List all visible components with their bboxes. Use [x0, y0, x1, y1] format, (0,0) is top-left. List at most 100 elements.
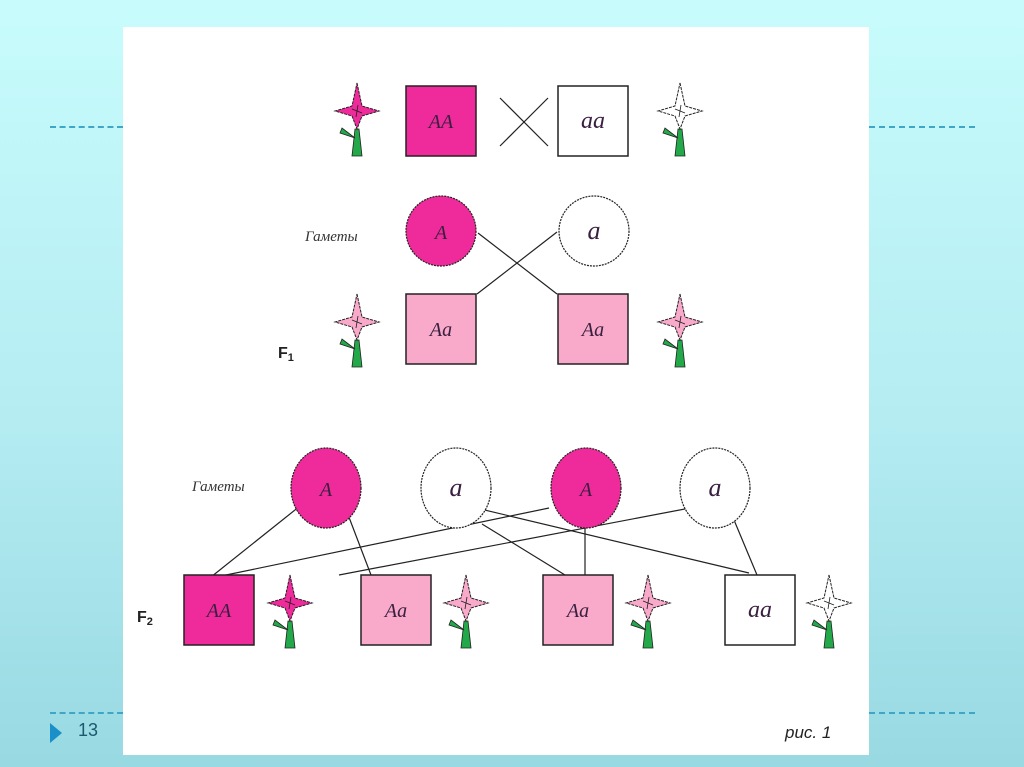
flower-center-mark — [355, 315, 359, 329]
flower-center-mark — [464, 596, 468, 610]
flower-stem — [284, 620, 296, 649]
flower-stem — [674, 128, 686, 157]
gamete-2-a: a — [679, 447, 751, 529]
gamete-circle — [290, 447, 362, 529]
gamete-circle — [679, 447, 751, 529]
divider-top-right — [869, 126, 975, 128]
flower-center-mark — [678, 104, 682, 118]
f1-box-right: Aa — [557, 293, 629, 365]
flower-leaf — [662, 127, 679, 139]
gamete-circle — [558, 195, 630, 267]
genotype-label: aa — [581, 108, 605, 134]
parent-box-right: aa — [557, 85, 629, 157]
parent-flower-right — [656, 82, 704, 157]
flower-head — [266, 574, 314, 623]
gamete-line — [476, 231, 558, 295]
f2-flower-4 — [805, 574, 853, 649]
f1-flower-right — [656, 293, 704, 368]
flower-leaf — [339, 127, 356, 139]
f2-box-4: aa — [724, 574, 796, 646]
genotype-label: Aa — [580, 319, 604, 341]
f1-box-left: Aa — [405, 293, 477, 365]
flower-stem — [674, 339, 686, 368]
slide-number: 13 — [78, 720, 99, 740]
genotype-label: aa — [748, 597, 772, 623]
gamete-line — [210, 505, 301, 578]
flower-leaf — [448, 619, 465, 631]
flower-stem — [460, 620, 472, 649]
gamete-line — [225, 507, 550, 576]
genotype-box — [557, 293, 629, 365]
generation-subscript: 2 — [147, 616, 153, 628]
gamete-line — [346, 511, 372, 576]
divider-bottom-right — [869, 712, 975, 714]
gamete-circle — [405, 195, 477, 267]
gamete-allele: a — [450, 473, 463, 502]
genotype-label: AA — [205, 600, 232, 622]
gamete-line — [338, 507, 691, 576]
gamete-allele: A — [318, 479, 333, 501]
flower-center-mark — [288, 596, 292, 610]
gamete-1-a: a — [558, 195, 630, 267]
f2-box-3: Aa — [542, 574, 614, 646]
genotype-label: AA — [427, 111, 454, 133]
f2-box-1: AA — [183, 574, 255, 646]
flower-leaf — [662, 338, 679, 350]
gamete-2-A: A — [290, 447, 362, 529]
genotype-box — [183, 574, 255, 646]
flower-stem — [351, 128, 363, 157]
flower-leaf — [630, 619, 647, 631]
gamete-2-A: A — [550, 447, 622, 529]
genotype-box — [405, 293, 477, 365]
gamete-allele: a — [588, 216, 601, 245]
genotype-label: Aa — [428, 319, 452, 341]
flower-center-mark — [678, 315, 682, 329]
f2-label: F2 — [137, 609, 153, 628]
gametes-label-2: Гаметы — [191, 479, 245, 495]
genotype-box — [724, 574, 796, 646]
gamete-line — [481, 523, 566, 576]
flower-leaf — [272, 619, 289, 631]
slide-arrow-icon — [50, 723, 62, 743]
flower-leaf — [811, 619, 828, 631]
gamete-line — [733, 519, 758, 576]
flower-stem — [642, 620, 654, 649]
flower-leaf — [339, 338, 356, 350]
genotype-box — [405, 85, 477, 157]
f2-flower-1 — [266, 574, 314, 649]
parent-box-left: AA — [405, 85, 477, 157]
genotype-label: Aa — [383, 600, 407, 622]
cross-symbol-line — [499, 97, 549, 147]
divider-bottom-left — [50, 712, 123, 714]
flower-head — [624, 574, 672, 623]
divider-top-left — [50, 126, 123, 128]
gametes-label-1: Гаметы — [304, 229, 358, 245]
gamete-allele: a — [709, 473, 722, 502]
flower-head — [656, 293, 704, 342]
generation-subscript: 1 — [288, 352, 294, 364]
gamete-allele: A — [578, 479, 593, 501]
flower-center-mark — [355, 104, 359, 118]
genotype-box — [360, 574, 432, 646]
gamete-line — [471, 506, 750, 574]
f2-box-2: Aa — [360, 574, 432, 646]
flower-stem — [823, 620, 835, 649]
gamete-2-a: a — [420, 447, 492, 529]
genotype-box — [557, 85, 629, 157]
flower-head — [333, 82, 381, 131]
flower-stem — [351, 339, 363, 368]
gamete-circle — [420, 447, 492, 529]
figure-caption: рис. 1 — [785, 723, 832, 742]
f2-flower-3 — [624, 574, 672, 649]
flower-center-mark — [827, 596, 831, 610]
parent-flower-left — [333, 82, 381, 157]
f1-flower-left — [333, 293, 381, 368]
flower-head — [805, 574, 853, 623]
genotype-label: Aa — [565, 600, 589, 622]
f1-label: F1 — [278, 345, 294, 364]
flower-head — [333, 293, 381, 342]
gamete-circle — [550, 447, 622, 529]
gamete-allele: A — [433, 222, 448, 244]
